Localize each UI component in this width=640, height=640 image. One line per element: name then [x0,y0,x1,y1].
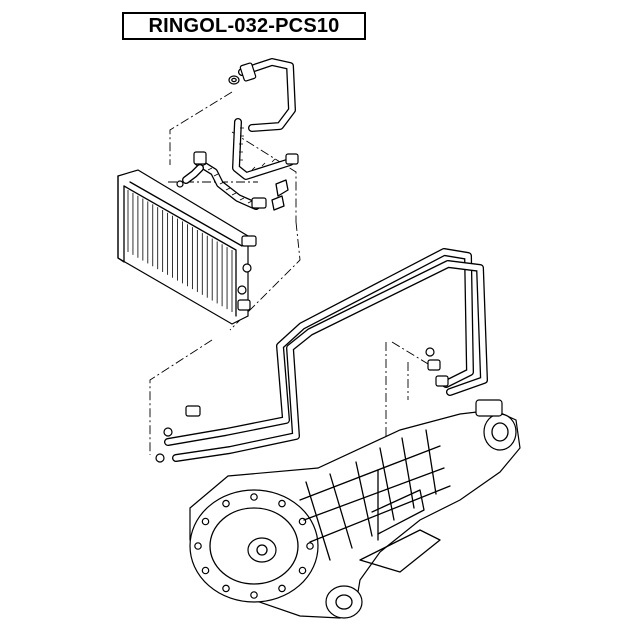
oil-cooler [117,169,257,325]
bolt-boss [194,542,202,550]
o-ring-part [228,75,240,85]
bolt-boss [201,517,210,526]
bolt-boss [298,566,307,575]
bolt-boss [222,499,230,508]
bolt-boss [278,499,286,508]
bolt-boss [250,591,258,599]
bolt-boss [201,566,210,575]
leader-lines [149,91,439,470]
transmission-cooler-lines [155,248,488,463]
transmission-housing [189,399,521,619]
bolt-boss [222,584,230,593]
bolt-boss [278,584,286,593]
bolt-boss [306,542,314,550]
bolt-boss [250,493,258,501]
part-number-label: RINGOL-032-PCS10 [122,12,366,40]
upper-cooler-lines [176,58,299,211]
